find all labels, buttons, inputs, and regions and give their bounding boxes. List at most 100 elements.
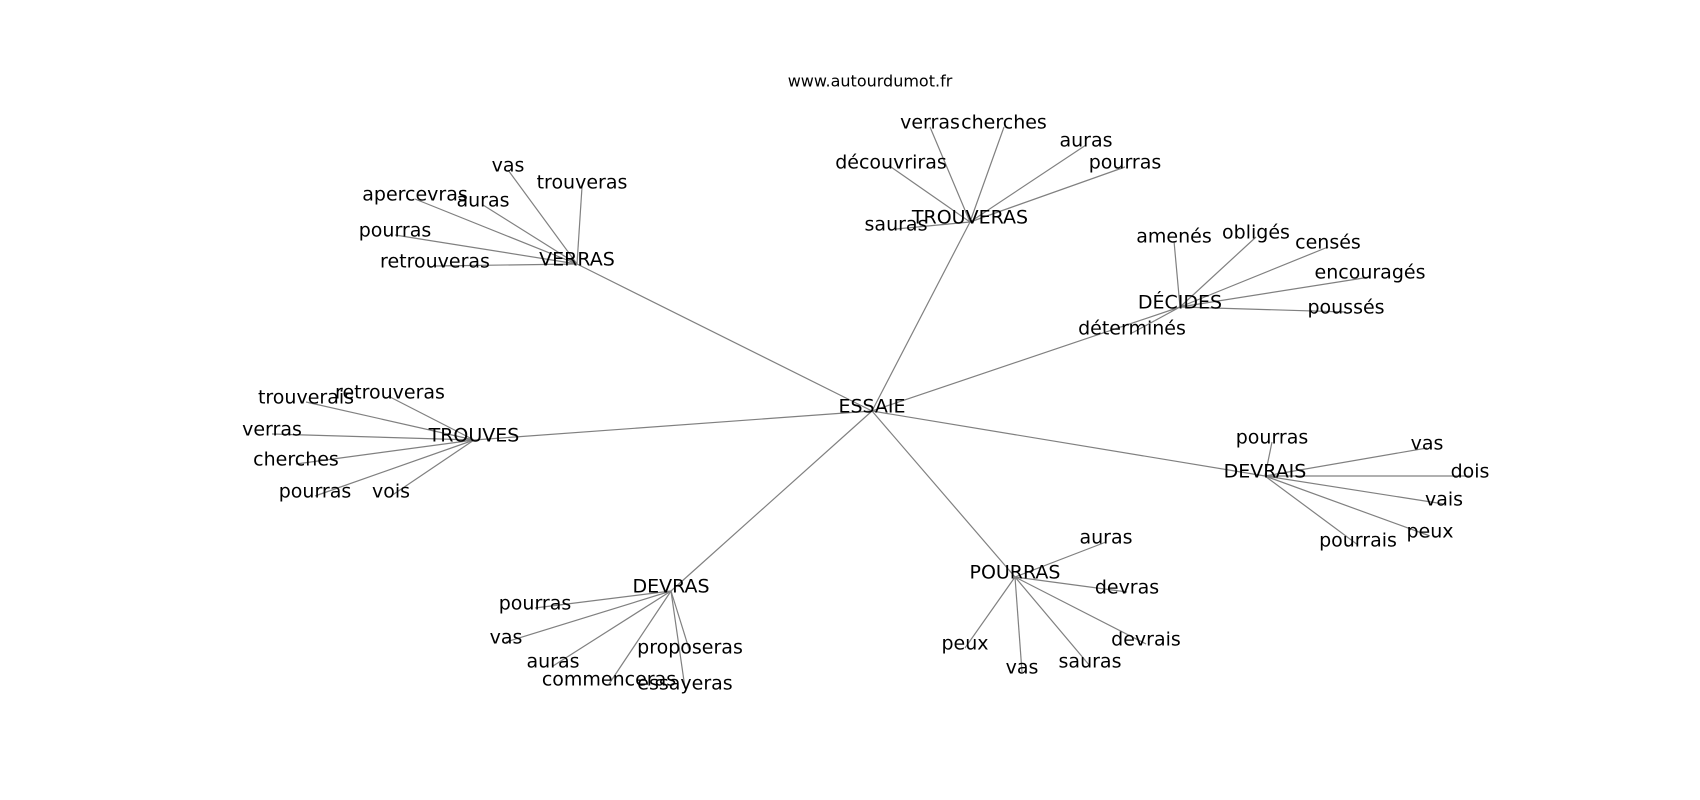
edge-hub-to-leaf: [305, 401, 475, 441]
hub-word: DEVRAIS: [1224, 461, 1307, 483]
edge-hub-to-leaf: [394, 234, 578, 265]
edge-hub-to-leaf: [1264, 475, 1431, 537]
leaf-word: vas: [1411, 433, 1444, 455]
root-word: ESSAIE: [838, 396, 905, 418]
edge-hub-to-leaf: [1264, 475, 1445, 505]
edge-hub-to-leaf: [576, 186, 583, 265]
leaf-word: retrouveras: [335, 382, 445, 404]
leaf-word: sauras: [1059, 651, 1122, 673]
edge-hub-to-leaf: [271, 433, 475, 441]
leaf-word: peux: [1406, 521, 1453, 543]
edge-hub-to-leaf: [1014, 576, 1128, 593]
leaf-word: poussés: [1307, 297, 1384, 319]
edge-hub-to-leaf: [434, 263, 578, 267]
edge-hub-to-leaf: [964, 576, 1016, 649]
source-label: www.autourdumot.fr: [788, 72, 953, 91]
edge-hub-to-leaf: [1264, 447, 1428, 477]
graph-nodes: ESSAIEVERRASvastrouverasapercevrasaurasp…: [242, 112, 1489, 695]
edge-root-to-hub: [871, 221, 971, 412]
leaf-word: déterminés: [1078, 318, 1186, 340]
edge-hub-to-leaf: [482, 204, 578, 265]
leaf-word: essayeras: [637, 673, 732, 695]
leaf-word: pourras: [1236, 427, 1309, 449]
leaf-word: pourrais: [1319, 530, 1397, 552]
leaf-word: censés: [1295, 232, 1361, 254]
edge-hub-to-leaf: [1014, 541, 1107, 578]
edge-hub-to-leaf: [505, 590, 672, 643]
edge-hub-to-leaf: [390, 439, 475, 497]
leaf-word: vas: [492, 155, 525, 177]
edge-hub-to-leaf: [1131, 306, 1181, 334]
edge-root-to-hub: [473, 410, 873, 441]
leaf-word: apercevras: [362, 184, 468, 206]
graph-edges: [271, 126, 1470, 689]
hub-word: TROUVERAS: [911, 207, 1028, 229]
leaf-word: vais: [1425, 489, 1463, 511]
leaf-word: devrais: [1111, 629, 1181, 651]
edge-hub-to-leaf: [1179, 306, 1347, 313]
leaf-word: commenceras: [542, 669, 676, 691]
leaf-word: auras: [526, 651, 579, 673]
edge-root-to-hub: [871, 306, 1181, 412]
leaf-word: pourras: [1089, 152, 1162, 174]
edge-hub-to-leaf: [929, 126, 971, 223]
leaf-word: pourras: [279, 481, 352, 503]
edge-hub-to-leaf: [969, 126, 1005, 223]
hub-word: DÉCIDES: [1138, 291, 1222, 314]
edge-hub-to-leaf: [969, 144, 1087, 223]
hub-word: VERRAS: [539, 249, 615, 271]
hub-word: POURRAS: [969, 562, 1060, 584]
leaf-word: pourras: [499, 593, 572, 615]
hub-word: DEVRAS: [632, 576, 709, 598]
edge-hub-to-leaf: [670, 590, 691, 653]
edge-hub-to-leaf: [389, 396, 475, 441]
edge-hub-to-leaf: [1179, 276, 1371, 308]
leaf-word: verras: [242, 419, 302, 441]
edge-root-to-hub: [871, 410, 1266, 477]
leaf-word: encouragés: [1315, 262, 1426, 284]
leaf-word: auras: [1079, 527, 1132, 549]
hub-word: TROUVES: [428, 425, 520, 447]
edge-hub-to-leaf: [552, 590, 672, 667]
edge-hub-to-leaf: [1179, 236, 1257, 308]
leaf-word: dois: [1451, 461, 1490, 483]
leaf-word: cherches: [961, 112, 1047, 134]
leaf-word: obligés: [1222, 222, 1290, 244]
edge-hub-to-leaf: [608, 590, 672, 685]
leaf-word: vas: [1006, 657, 1039, 679]
leaf-word: trouverais: [258, 387, 354, 409]
leaf-word: trouveras: [537, 172, 628, 194]
leaf-word: devras: [1095, 577, 1159, 599]
leaf-word: vas: [490, 627, 523, 649]
edge-hub-to-leaf: [314, 439, 475, 497]
edge-hub-to-leaf: [1179, 246, 1329, 308]
leaf-word: peux: [941, 633, 988, 655]
leaf-word: amenés: [1136, 226, 1211, 248]
edge-hub-to-leaf: [414, 198, 578, 265]
edge-hub-to-leaf: [670, 590, 686, 689]
leaf-word: sauras: [865, 214, 928, 236]
leaf-word: proposeras: [637, 637, 743, 659]
edge-hub-to-leaf: [1264, 441, 1273, 477]
leaf-word: vois: [372, 481, 410, 503]
edge-hub-to-leaf: [1014, 576, 1147, 645]
edge-hub-to-leaf: [1014, 576, 1023, 673]
leaf-word: retrouveras: [380, 251, 490, 273]
edge-hub-to-leaf: [1014, 576, 1091, 667]
leaf-word: auras: [1059, 130, 1112, 152]
edge-hub-to-leaf: [890, 166, 971, 223]
edge-hub-to-leaf: [534, 590, 672, 609]
leaf-word: cherches: [253, 449, 339, 471]
edge-hub-to-leaf: [507, 169, 578, 265]
edge-hub-to-leaf: [1173, 240, 1181, 308]
leaf-word: pourras: [359, 220, 432, 242]
edge-root-to-hub: [576, 263, 873, 412]
edge-root-to-hub: [670, 410, 873, 592]
edge-hub-to-leaf: [895, 221, 971, 230]
edge-hub-to-leaf: [295, 439, 475, 465]
edge-hub-to-leaf: [969, 166, 1126, 223]
edge-root-to-hub: [871, 410, 1016, 578]
leaf-word: verras: [900, 112, 960, 134]
leaf-word: auras: [456, 190, 509, 212]
edge-hub-to-leaf: [1264, 475, 1359, 546]
